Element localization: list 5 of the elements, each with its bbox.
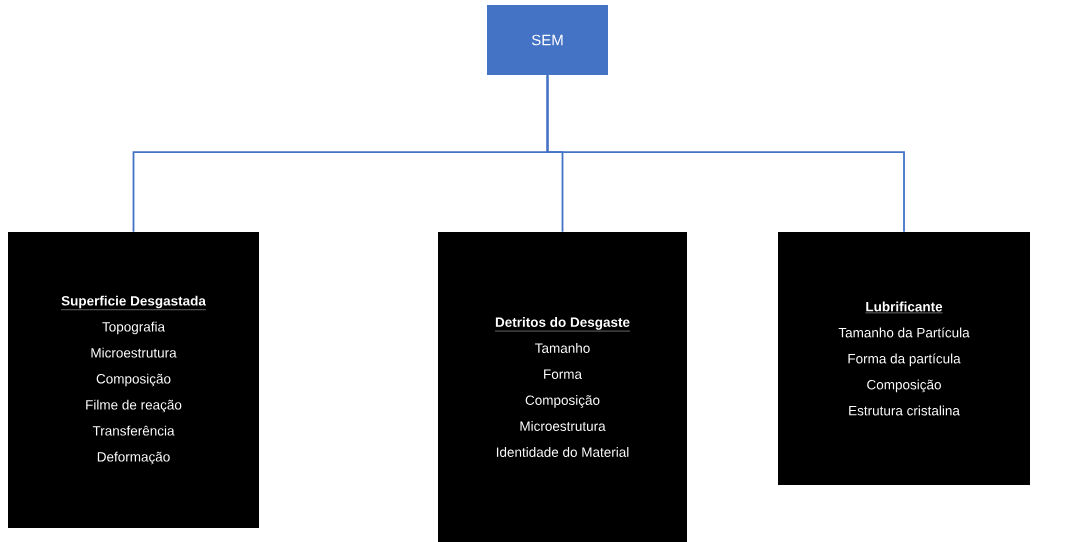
category-box: Detritos do Desgaste Tamanho Forma Composição Microestrutura Identidade do Material: [438, 232, 687, 542]
category-box: Superficie Desgastada Topografia Microestrutura Composição Filme de reação Transferência Deformação: [8, 232, 259, 528]
connector-line: [546, 74, 905, 233]
title-box: SEM: [487, 5, 608, 75]
category-box: Lubrificante Tamanho da Partícula Forma da partícula Composição Estrutura cristalina: [778, 232, 1030, 485]
